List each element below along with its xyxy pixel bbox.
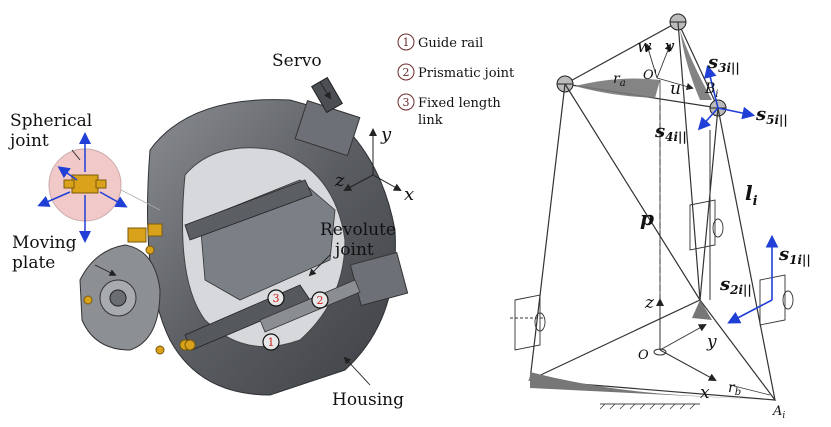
svg-text:v: v [665,37,675,57]
svg-text:li: li [745,181,758,209]
axis-y: y [380,124,392,145]
svg-text:s2i||: s2i|| [719,274,752,297]
label-moving-1: Moving [12,233,77,253]
svg-text:Bi: Bi [704,81,719,100]
label-revolute-1: Revolute [320,220,396,240]
svg-text:O: O [638,348,649,363]
base [527,299,777,401]
label-spherical-2: joint [8,131,49,151]
svg-text:s4i||: s4i|| [654,121,687,144]
svg-text:1: 1 [403,36,410,49]
label-moving-2: plate [12,253,55,273]
legend-1: Guide rail [418,36,483,51]
prismatic-left [510,294,546,351]
svg-text:Ai: Ai [772,404,785,421]
leader-lines [71,81,371,386]
cad-axes [343,128,402,191]
label-housing: Housing [332,390,404,410]
svg-text:s1i||: s1i|| [778,244,811,267]
marker-1 [262,333,280,351]
svg-text:z: z [644,293,655,313]
svg-text:s3i||: s3i|| [707,52,740,75]
svg-text:s5i||: s5i|| [755,104,788,127]
svg-text:y: y [706,332,717,352]
spherical-joint-inset [37,132,161,243]
label-spherical-1: Spherical [10,111,92,131]
legend: 1 Guide rail 2 Prismatic joint 3 Fixed l… [397,33,515,128]
svg-text:w: w [637,37,652,57]
label-servo: Servo [272,51,322,71]
label-revolute-2: joint [333,240,374,260]
schematic [510,13,794,410]
svg-text:2: 2 [403,66,410,79]
axis-x: x [404,184,414,205]
svg-text:p: p [640,206,654,230]
servo-top-body [294,100,361,157]
svg-text:u: u [670,79,681,99]
prismatic-right [759,274,794,326]
marker-2 [311,291,329,309]
axis-z: z [334,170,345,191]
svg-text:O': O' [643,68,657,83]
joint-markers: 3 2 1 [262,289,329,351]
prismatic-mid [689,199,724,251]
svg-text:3: 3 [403,96,410,109]
svg-text:3: 3 [273,292,280,305]
link-upper [184,179,313,241]
legend-3: Fixed length [418,96,501,111]
schematic-labels: w v u O' ra Bi s3i|| s4i|| s5i|| s1i|| s… [613,37,811,421]
svg-text:1: 1 [268,336,275,349]
svg-text:2: 2 [317,294,324,307]
svg-text:x: x [700,383,710,403]
svg-text:rb: rb [728,380,741,398]
legend-3-line2: link [418,113,443,128]
svg-text:ra: ra [613,71,626,89]
legend-2: Prismatic joint [418,66,515,81]
marker-3 [267,289,285,307]
